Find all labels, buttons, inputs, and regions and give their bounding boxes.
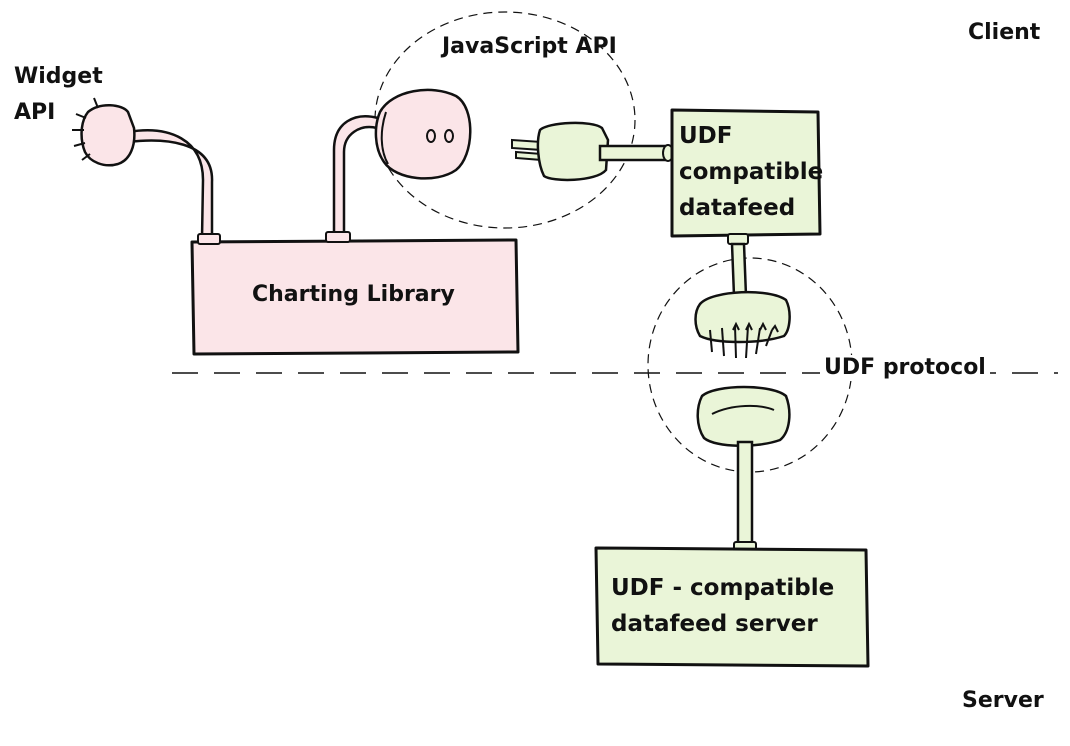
udf-protocol-lower-slot [711,404,775,415]
javascript-api-socket-rim [380,111,389,165]
javascript-api-socket [374,88,472,180]
udf-server-box-line1: UDF - compatible [611,575,835,601]
charting-library-label: Charting Library [252,282,455,307]
udf-client-cable [730,242,748,298]
widget-api-cable-stub [197,233,221,245]
udf-plug-body [536,121,610,182]
udf-protocol-label: UDF protocol [820,355,990,382]
javascript-api-cable [332,115,380,238]
udf-client-cable-stub [727,233,749,245]
udf-server-cable [736,440,754,546]
udf-client-box-line3: datafeed [679,195,796,221]
udf-datafeed-server-box [594,546,870,668]
widget-api-label-line2: API [14,100,56,125]
widget-api-plug-spikes [72,97,99,161]
client-label: Client [968,20,1041,45]
javascript-api-cable-stub [325,231,351,243]
javascript-api-label: JavaScript API [442,34,617,59]
udf-datafeed-client-box [670,108,822,238]
server-label: Server [962,688,1044,713]
widget-api-plug-head [80,104,136,167]
socket-hole-left [426,129,436,143]
udf-client-box-line2: compatible [679,159,824,185]
udf-server-box-line2: datafeed server [611,611,818,637]
udf-client-box-line1: UDF [679,123,733,149]
widget-api-cable [126,129,214,240]
udf-protocol-pins [709,321,779,359]
udf-protocol-lower-connector [696,385,791,447]
udf-plug-cable [598,144,670,162]
socket-hole-right [444,129,454,143]
javascript-api-dashed-outline [374,11,636,229]
widget-api-label-line1: Widget [14,64,103,89]
charting-library-box [190,238,520,356]
